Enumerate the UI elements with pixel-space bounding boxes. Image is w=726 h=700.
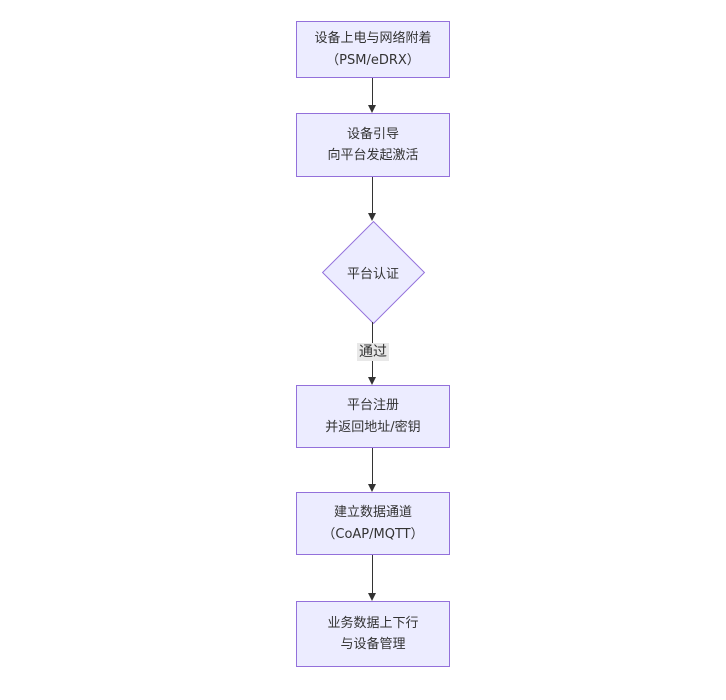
- arrowhead-down-icon: [368, 213, 376, 221]
- node-label-line: 建立数据通道: [333, 505, 412, 521]
- node-label-line: 平台注册: [346, 398, 399, 414]
- node-platform-auth-decision: 平台认证: [321, 220, 426, 325]
- node-label-line: 向平台发起激活: [327, 148, 419, 163]
- node-data-channel: 建立数据通道 （CoAP/MQTT）: [296, 492, 450, 555]
- edge-label-pass: 通过: [357, 343, 389, 361]
- node-label-line: （CoAP/MQTT）: [322, 526, 424, 542]
- node-label-line: 业务数据上下行: [327, 615, 419, 631]
- node-device-bootstrap: 设备引导 向平台发起激活: [296, 113, 450, 177]
- node-power-on-network-attach: 设备上电与网络附着 （PSM/eDRX）: [296, 21, 450, 78]
- edge-power-to-bootstrap: [368, 78, 376, 113]
- node-label-line: 与设备管理: [340, 637, 406, 652]
- node-business-data-management: 业务数据上下行 与设备管理: [296, 601, 450, 667]
- edge-bootstrap-to-auth: [368, 177, 376, 221]
- arrowhead-down-icon: [368, 484, 376, 492]
- arrowhead-down-icon: [368, 105, 376, 113]
- arrowhead-down-icon: [368, 593, 376, 601]
- node-label-line: 设备引导: [346, 126, 399, 142]
- node-label-line: 设备上电与网络附着: [314, 31, 432, 47]
- edge-register-to-channel: [368, 448, 376, 492]
- edge-channel-to-business: [368, 555, 376, 601]
- node-platform-register: 平台注册 并返回地址/密钥: [296, 385, 450, 448]
- node-label-line: （PSM/eDRX）: [326, 52, 420, 68]
- arrowhead-down-icon: [368, 377, 376, 385]
- node-label-line: 平台认证: [346, 266, 399, 282]
- node-label-line: 并返回地址/密钥: [325, 419, 421, 435]
